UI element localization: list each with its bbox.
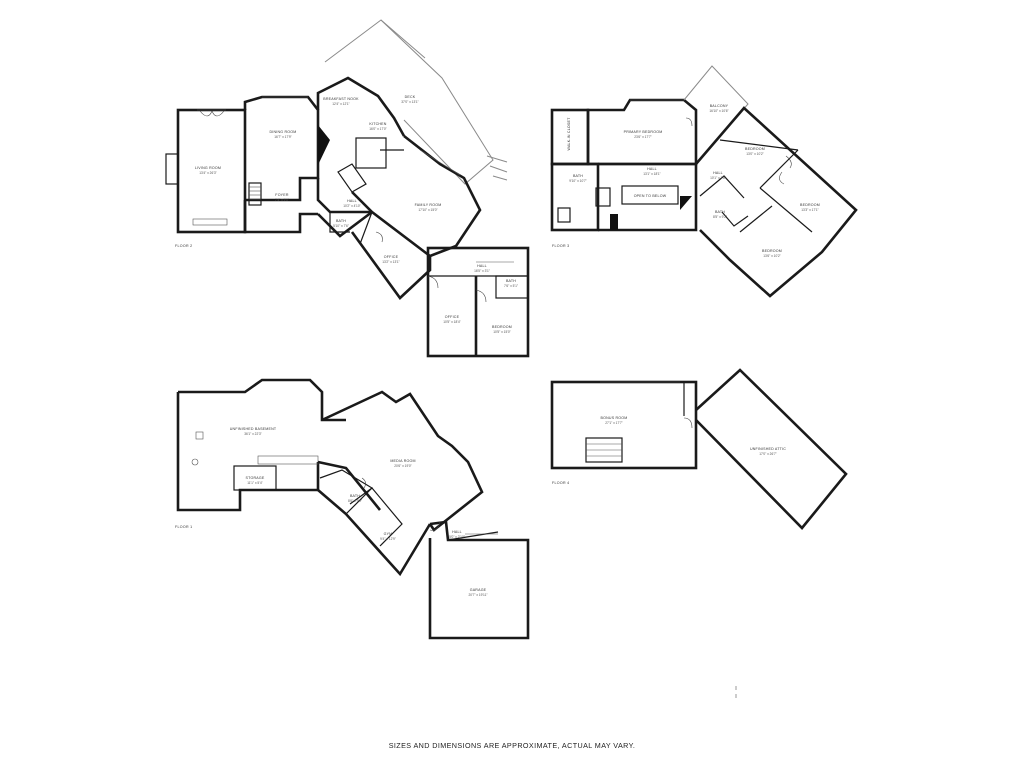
room-wing-bedroom-dims: 10'5" x 15'0" xyxy=(493,330,510,334)
room-storage-dims: 11'1" x 5'4" xyxy=(247,481,262,485)
room-family-room-name: FAMILY ROOM xyxy=(415,203,442,207)
room-wing-bath-name: BATH xyxy=(506,279,516,283)
room-primary-bath-dims: 9'10" x 10'7" xyxy=(569,179,586,183)
room-media-room-dims: 20'6" x 19'0" xyxy=(394,464,411,468)
room-balcony-name: BALCONY xyxy=(710,104,729,108)
room-upper-hall-name: HALL xyxy=(647,167,657,171)
floor-2-plan xyxy=(165,19,530,358)
room-upper-bath-dims: 8'5" x 9'2" xyxy=(713,215,727,219)
room-garage-name: GARAGE xyxy=(470,588,487,592)
room-wing-hall-dims: 16'5" x 3'1" xyxy=(474,269,490,273)
floor-3-label: FLOOR 3 xyxy=(552,244,569,248)
room-unfinished-attic-name: UNFINISHED ATTIC xyxy=(750,447,786,451)
room-bonus-room-dims: 27'1" x 17'7" xyxy=(605,421,622,425)
room-upper-bath-name: BATH xyxy=(715,210,725,214)
room-office-name: OFFICE xyxy=(384,255,399,259)
room-foyer-name: FOYER xyxy=(275,193,289,197)
floor-1-label: FLOOR 1 xyxy=(175,525,192,529)
room-living-room-name: LIVING ROOM xyxy=(195,166,221,170)
room-deck-name: DECK xyxy=(405,95,416,99)
room-unfinished-basement-dims: 36'1" x 22'3" xyxy=(244,432,261,436)
disclaimer-text: SIZES AND DIMENSIONS ARE APPROXIMATE, AC… xyxy=(389,741,636,750)
floor-2-label: FLOOR 2 xyxy=(175,244,192,248)
room-hall-name: HALL xyxy=(347,199,357,203)
room-bedroom-a-name: BEDROOM xyxy=(745,147,765,151)
room-bedroom-b-dims: 13'3" x 17'1" xyxy=(801,208,818,212)
floor-4-label: FLOOR 4 xyxy=(552,481,569,485)
room-foyer-dims: 7'4" x 9'0" xyxy=(275,198,289,202)
room-wing-office-name: OFFICE xyxy=(445,315,460,319)
room-wing-bath-dims: 7'6" x 5'1" xyxy=(504,284,518,288)
room-dining-room-dims: 16'7" x 17'9" xyxy=(274,135,291,139)
room-primary-bath-name: BATH xyxy=(573,174,583,178)
room-lower-bath-name: BATH xyxy=(350,494,360,498)
room-deck-dims: 37'0" x 13'1" xyxy=(401,100,418,104)
room-unfinished-attic-dims: 17'0" x 26'7" xyxy=(759,452,776,456)
room-dining-room-name: DINING ROOM xyxy=(270,130,297,134)
room-walk-in-closet-name: WALK-IN CLOSET xyxy=(567,117,571,151)
room-bedroom-c-name: BEDROOM xyxy=(762,249,782,253)
room-bath-name: BATH xyxy=(336,219,346,223)
room-breakfast-nook-dims: 12'4" x 12'1" xyxy=(332,102,349,106)
room-media-room-name: MEDIA ROOM xyxy=(390,459,415,463)
room-wing-hall-name: HALL xyxy=(477,264,487,268)
room-lower-hall-dims: 5'0" x 2'10" xyxy=(449,535,465,539)
room-bedroom-c-dims: 13'6" x 10'2" xyxy=(763,254,780,258)
room-bedroom-b-name: BEDROOM xyxy=(800,203,820,207)
room-side-hall-dims: 10'1" x 7'8" xyxy=(710,176,726,180)
room-unfinished-basement-name: UNFINISHED BASEMENT xyxy=(230,427,277,431)
floor-4-plan xyxy=(550,368,848,698)
room-garage-dims: 20'7" x 19'11" xyxy=(468,593,487,597)
room-primary-bedroom-dims: 23'6" x 17'7" xyxy=(634,135,651,139)
room-bath-dims: 5'10" x 7'6" xyxy=(333,224,349,228)
room-office-dims: 13'2" x 13'1" xyxy=(382,260,399,264)
floor-3-plan xyxy=(550,65,858,298)
room-family-room-dims: 17'10" x 15'0" xyxy=(418,208,437,212)
open-to-below-label: OPEN TO BELOW xyxy=(634,194,667,198)
room-bedroom-a-dims: 13'0" x 10'2" xyxy=(746,152,763,156)
room-primary-bedroom-name: PRIMARY BEDROOM xyxy=(624,130,663,134)
room-living-room-dims: 13'4" x 26'3" xyxy=(199,171,216,175)
room-storage-name: STORAGE xyxy=(246,476,265,480)
room-hall-dims: 10'2" x 4'10" xyxy=(343,204,360,208)
room-balcony-dims: 16'10" x 10'6" xyxy=(709,109,728,113)
room-breakfast-nook-name: BREAKFAST NOOK xyxy=(323,97,359,101)
room-lower-hall-name: HALL xyxy=(452,530,462,534)
floor-1-plan xyxy=(176,378,530,640)
room-wing-office-dims: 10'5" x 18'4" xyxy=(443,320,460,324)
room-kitchen-dims: 16'0" x 17'0" xyxy=(369,127,386,131)
room-side-hall-name: HALL xyxy=(713,171,723,175)
room-wing-bedroom-name: BEDROOM xyxy=(492,325,512,329)
room-lower-bath-dims: 8'6" x 9'9" xyxy=(348,499,362,503)
room-gym-dims: 9'4" x 12'9" xyxy=(380,537,396,541)
room-upper-hall-dims: 13'1" x 18'1" xyxy=(643,172,660,176)
room-bonus-room-name: BONUS ROOM xyxy=(601,416,628,420)
room-gym-name: GYM xyxy=(384,532,393,536)
room-kitchen-name: KITCHEN xyxy=(369,122,386,126)
